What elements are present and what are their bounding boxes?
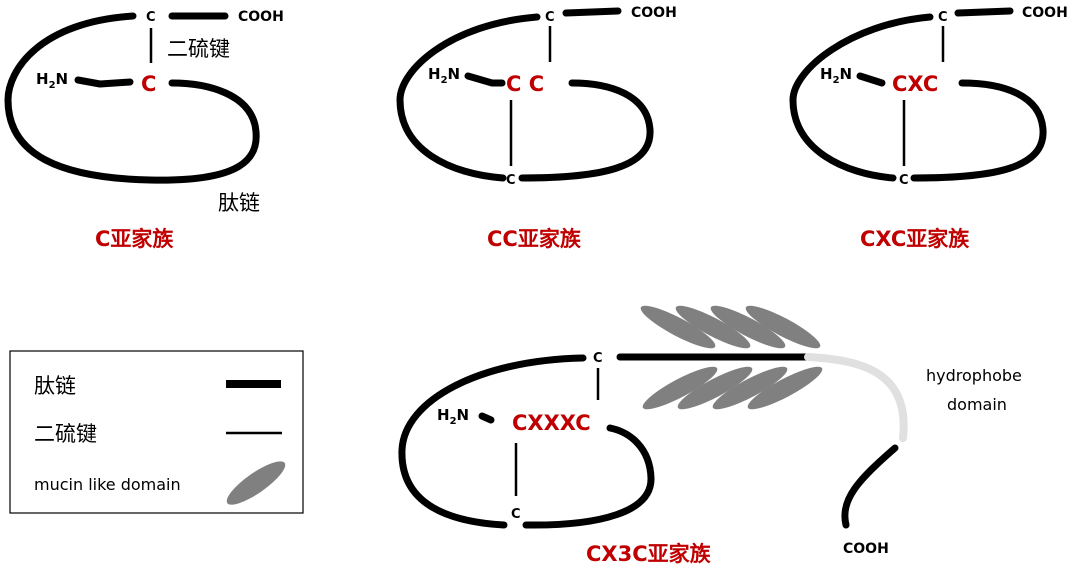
disulfide-annotation: 二硫键: [167, 37, 230, 61]
panel-cc-subfamily: C C COOH H2N C C CC亚家族: [396, 5, 677, 251]
peptide-chain-loop-right: [518, 79, 654, 182]
h2n-label: H2N: [36, 70, 68, 91]
motif-label: CXC: [892, 72, 938, 96]
legend: 肽链 二硫键 mucin like domain: [9, 350, 304, 514]
peptide-chain-n-tail: [464, 72, 506, 87]
mucin-like-domain: [640, 305, 823, 410]
panel-cx3c-subfamily: C C H2N CXXXC hydrophobe domain COOH CX3…: [398, 305, 1022, 566]
cysteine-label-top: C: [593, 351, 603, 366]
peptide-chain-loop: [396, 13, 541, 182]
peptide-chain-c-tail: [954, 7, 1014, 17]
cooh-label: COOH: [843, 541, 889, 557]
peptide-chain-loop: [789, 13, 934, 182]
peptide-chain-loop: [4, 12, 260, 184]
motif-label: C: [141, 72, 156, 96]
peptide-chain-loop: [398, 354, 587, 529]
legend-mucin-label: mucin like domain: [34, 475, 181, 494]
cysteine-label-top: C: [938, 10, 948, 25]
cooh-label: COOH: [1022, 5, 1068, 21]
cysteine-label: C: [146, 10, 156, 25]
h2n-label: H2N: [437, 406, 469, 427]
hydrophobe-label-2: domain: [947, 395, 1007, 414]
mucin-ellipse: [677, 366, 753, 410]
family-title-cx3c: CX3C亚家族: [586, 542, 712, 566]
legend-peptide-label: 肽链: [34, 374, 76, 398]
peptide-chain-loop-right: [910, 79, 1047, 182]
family-title-cxc: CXC亚家族: [860, 227, 970, 251]
legend-disulfide-label: 二硫键: [34, 422, 97, 446]
mucin-ellipse: [640, 305, 716, 349]
legend-mucin-swatch: [226, 461, 286, 505]
cooh-label: COOH: [238, 9, 284, 25]
peptide-chain-n-tail: [74, 76, 134, 88]
mucin-ellipse: [710, 305, 786, 349]
peptide-chain-n-tail: [856, 72, 886, 87]
cysteine-label-bottom: C: [899, 173, 909, 188]
peptide-chain-loop-right: [522, 424, 655, 529]
mucin-ellipse: [675, 305, 751, 349]
panel-c-subfamily: C COOH H2N C 二硫键 肽链 C亚家族: [4, 9, 284, 251]
hydrophobe-segment: [804, 353, 908, 442]
peptide-chain-n-tail: [478, 412, 495, 424]
cysteine-label-top: C: [545, 10, 555, 25]
peptide-chain-c-tail: [562, 7, 622, 17]
motif-label: CXXXC: [512, 411, 591, 435]
family-title-c: C亚家族: [95, 227, 174, 251]
cysteine-label-bottom: C: [506, 173, 516, 188]
peptide-annotation: 肽链: [218, 191, 260, 215]
cooh-label: COOH: [631, 5, 677, 21]
peptide-chain-c-tail: [841, 444, 899, 529]
h2n-label: H2N: [428, 65, 460, 86]
mucin-ellipse: [745, 305, 821, 349]
mucin-ellipse: [747, 366, 823, 410]
motif-label: C C: [506, 72, 544, 96]
h2n-label: H2N: [820, 65, 852, 86]
family-title-cc: CC亚家族: [487, 227, 582, 251]
hydrophobe-label-1: hydrophobe: [926, 366, 1022, 385]
mucin-ellipse: [642, 366, 718, 410]
panel-cxc-subfamily: C C COOH H2N CXC CXC亚家族: [789, 5, 1068, 251]
mucin-ellipse: [712, 366, 788, 410]
cysteine-label-bottom: C: [511, 507, 521, 522]
